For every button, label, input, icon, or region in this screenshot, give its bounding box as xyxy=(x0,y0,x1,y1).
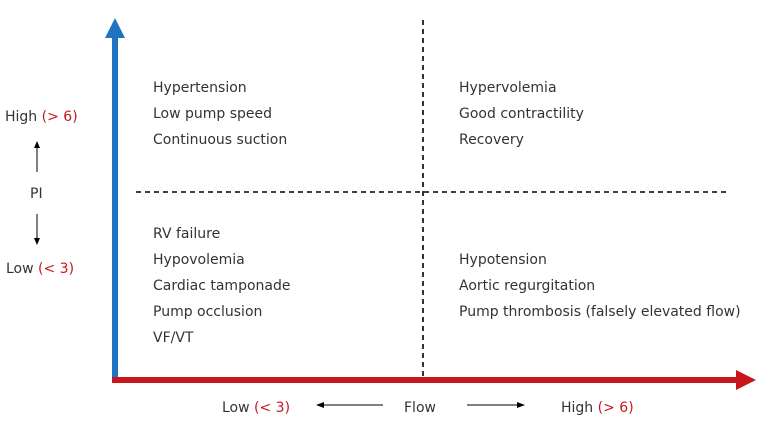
flow-high-qualifier: (> 6) xyxy=(597,400,634,416)
flow-low-text: Low xyxy=(222,400,250,416)
y-axis-arrowhead xyxy=(105,18,125,38)
quadrant-bottom-right: Hypotension Aortic regurgitation Pump th… xyxy=(459,247,741,325)
flow-right-arrow-head xyxy=(517,402,525,408)
condition-item: Recovery xyxy=(459,132,524,148)
pi-axis-title: PI xyxy=(30,186,43,202)
quadrant-bottom-left: RV failure Hypovolemia Cardiac tamponade… xyxy=(153,221,290,351)
flow-low-label: Low (< 3) xyxy=(222,400,290,417)
condition-item: RV failure xyxy=(153,226,221,242)
condition-item: Pump thrombosis (falsely elevated flow) xyxy=(459,304,741,320)
condition-item: Hypotension xyxy=(459,252,547,268)
flow-axis-title: Flow xyxy=(404,400,436,416)
condition-item: Continuous suction xyxy=(153,132,288,148)
quadrant-top-left: Hypertension Low pump speed Continuous s… xyxy=(153,75,287,153)
condition-item: Low pump speed xyxy=(153,106,273,122)
flow-high-label: High (> 6) xyxy=(561,400,634,417)
condition-item: VF/VT xyxy=(153,330,194,346)
flow-low-qualifier: (< 3) xyxy=(254,400,291,416)
pi-down-arrow-head xyxy=(34,238,40,245)
pi-up-arrow-head xyxy=(34,141,40,148)
condition-item: Good contractility xyxy=(459,106,584,122)
condition-item: Hypovolemia xyxy=(153,252,245,268)
flow-left-arrow-head xyxy=(316,402,324,408)
condition-item: Pump occlusion xyxy=(153,304,263,320)
flow-high-text: High xyxy=(561,400,594,416)
quadrant-top-right: Hypervolemia Good contractility Recovery xyxy=(459,75,584,153)
condition-item: Aortic regurgitation xyxy=(459,278,596,294)
pi-low-label: Low (< 3) xyxy=(6,261,74,278)
pi-low-qualifier: (< 3) xyxy=(38,261,75,277)
pi-low-text: Low xyxy=(6,261,34,277)
pi-high-qualifier: (> 6) xyxy=(41,109,78,125)
condition-item: Hypertension xyxy=(153,80,247,96)
condition-item: Hypervolemia xyxy=(459,80,557,96)
x-axis-arrowhead xyxy=(736,370,756,390)
pi-high-label: High (> 6) xyxy=(5,109,78,126)
pi-high-text: High xyxy=(5,109,38,125)
condition-item: Cardiac tamponade xyxy=(153,278,291,294)
